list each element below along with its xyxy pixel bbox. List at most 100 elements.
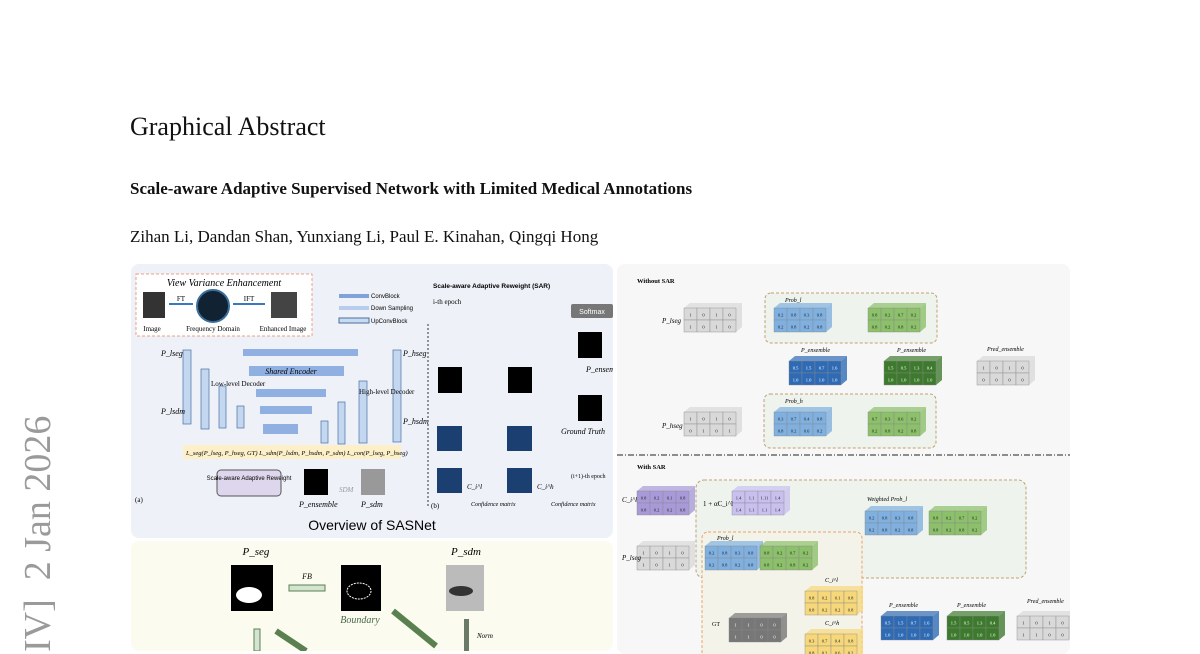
c-l-label: C_i^l xyxy=(467,483,482,491)
matrix-value: 1.0 xyxy=(911,633,917,638)
input-image xyxy=(143,292,165,318)
matrix-value: 1 xyxy=(668,563,670,568)
pred-ensemble-label-2: Pred_ensemble xyxy=(1026,599,1064,605)
matrix-value: 1.0 xyxy=(819,378,825,383)
p-lseg-label: P_lseg xyxy=(661,317,682,325)
p-lseg-label-2: P_lseg xyxy=(621,554,642,562)
matrix-value: 0.8 xyxy=(908,528,914,533)
prob-l-label: Prob_l xyxy=(784,298,802,304)
matrix-value: 0.8 xyxy=(641,496,647,501)
matrix-value: 0.8 xyxy=(748,563,754,568)
c-h-label-2: C_i^h xyxy=(825,621,839,627)
matrix-value: 1.0 xyxy=(977,633,983,638)
matrix-value: 0.8 xyxy=(872,313,878,318)
matrix-value: 0.2 xyxy=(946,528,952,533)
matrix-value: 0.2 xyxy=(869,516,875,521)
p-sdm-label: P_sdm xyxy=(450,546,481,558)
matrix-value: 0.3 xyxy=(804,313,810,318)
matrix-value: 1.11 xyxy=(761,496,769,501)
label-a: (a) xyxy=(135,496,143,504)
matrix-value: 1 xyxy=(1022,621,1024,626)
prob-h-label: Prob_h xyxy=(784,399,803,405)
matrix-value: 0.8 xyxy=(848,596,854,601)
paper-title: Scale-aware Adaptive Supervised Network … xyxy=(130,179,692,199)
image-label: Image xyxy=(143,325,161,333)
matrix-value: 0.4 xyxy=(990,621,996,626)
matrix-value: 1.6 xyxy=(832,366,838,371)
matrix-value: 0.8 xyxy=(764,551,770,556)
matrix-value: 1 xyxy=(747,635,749,640)
matrix-value: 0.2 xyxy=(654,496,660,501)
matrix-value: 0.7 xyxy=(790,551,796,556)
matrix-value: 0.2 xyxy=(822,651,828,654)
enhanced-image xyxy=(271,292,297,318)
matrix-value: 0.2 xyxy=(804,325,810,330)
matrix-value: 1 xyxy=(1022,633,1024,638)
matrix-value: 1.0 xyxy=(964,633,970,638)
gt-label: GT xyxy=(712,622,720,628)
matrix-value: 0.3 xyxy=(735,551,741,556)
matrix-value: 0.4 xyxy=(835,639,841,644)
matrix-value: 1.6 xyxy=(924,621,930,626)
p-sdm-label: P_sdm xyxy=(360,500,383,509)
matrix-value: 1 xyxy=(715,313,717,318)
p-ensemble-label-3: P_ensemble xyxy=(888,603,918,609)
matrix-value: 1 xyxy=(1008,366,1010,371)
matrix-value: 0.7 xyxy=(872,417,878,422)
c-l-label-2: C_i^l xyxy=(825,578,838,584)
arxiv-stamp: IV] 2 Jan 2026 xyxy=(16,392,60,652)
sar-block xyxy=(217,470,281,496)
ft-label: FT xyxy=(177,295,186,303)
matrix-value: 1.4 xyxy=(775,508,781,513)
p-ensemble-label-1: P_ensemble xyxy=(800,348,830,354)
matrix-value: 0.2 xyxy=(709,551,715,556)
matrix-value: 1.4 xyxy=(736,496,742,501)
overview-panel: View Variance Enhancement FT IFT Image F… xyxy=(131,264,613,538)
matrix-value: 0.2 xyxy=(778,325,784,330)
label-b: (b) xyxy=(431,502,440,510)
matrix-value: 0.2 xyxy=(803,563,809,568)
author-list: Zihan Li, Dandan Shan, Yunxiang Li, Paul… xyxy=(130,227,598,247)
matrix-value: 1 xyxy=(747,623,749,628)
matrix-value: 0.2 xyxy=(946,516,952,521)
matrix-value: 1 xyxy=(642,563,644,568)
matrix-value: 0.2 xyxy=(777,563,783,568)
matrix-value: 1 xyxy=(734,635,736,640)
matrix-value: 0.3 xyxy=(885,417,891,422)
c-h-label: C_i^h xyxy=(537,483,554,491)
matrix-value: 0.8 xyxy=(898,325,904,330)
matrix-value: 0.7 xyxy=(791,417,797,422)
matrix-value: 1 xyxy=(728,429,730,434)
matrix-value: 0.8 xyxy=(722,563,728,568)
matrix-value: 0.2 xyxy=(895,528,901,533)
matrix-value: 0.8 xyxy=(848,608,854,613)
matrix-value: 0.8 xyxy=(641,508,647,513)
matrix-value: 1.0 xyxy=(806,378,812,383)
p-lsdm-label: P_lsdm xyxy=(160,407,185,416)
confidence-label-2: Confidence matrix xyxy=(551,501,596,508)
matrix-value: 1.1 xyxy=(762,508,768,513)
p-sdm-cube xyxy=(361,469,385,495)
matrix-value: 0.2 xyxy=(791,429,797,434)
matrix-value: 0.2 xyxy=(667,508,673,513)
matrix-value: 0.5 xyxy=(793,366,799,371)
matrix-value: 0.6 xyxy=(898,417,904,422)
boundary-cube xyxy=(341,565,381,611)
p-seg-label: P_seg xyxy=(242,546,270,558)
matrix-value: 0.8 xyxy=(848,639,854,644)
p-ensemble-label-2: P_ensemble xyxy=(896,348,926,354)
norm-label: Norm xyxy=(476,632,493,640)
matrix-value: 1.0 xyxy=(927,378,933,383)
fb-arrow xyxy=(289,585,325,591)
with-sar-label: With SAR xyxy=(637,464,666,471)
matrix-value: 1.1 xyxy=(749,496,755,501)
matrix-value: 0.3 xyxy=(778,417,784,422)
matrix-value: 0.8 xyxy=(959,528,965,533)
matrix-value: 1.0 xyxy=(898,633,904,638)
